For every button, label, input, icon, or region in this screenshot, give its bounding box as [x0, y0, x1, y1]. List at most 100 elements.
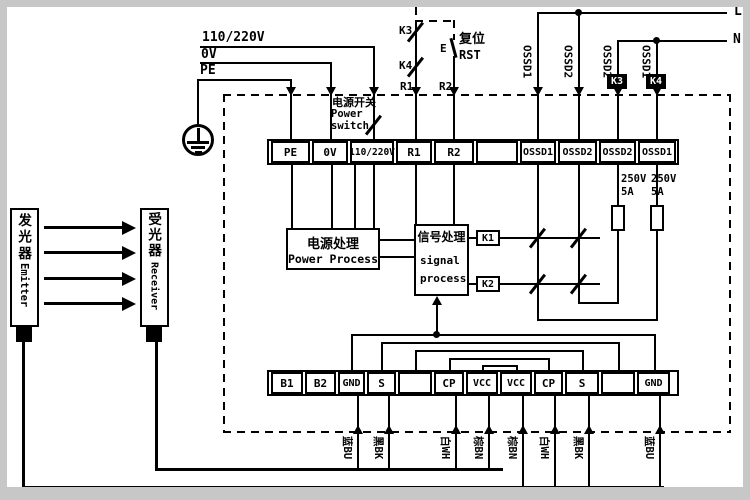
emitter-connector [16, 327, 32, 342]
power-process-box: 电源处理 Power Process [286, 228, 380, 270]
entry-arrow [353, 425, 363, 434]
wire-segment [373, 163, 375, 228]
wire-110-220v [200, 46, 375, 48]
wire-color-label: 白WH [439, 436, 452, 460]
terminal-s-r: S [565, 372, 599, 394]
ossd-wire-label: OSSD1 [639, 45, 653, 79]
terminal-ossd1: OSSD1 [520, 141, 556, 163]
entry-arrow [652, 87, 662, 96]
wire-segment [415, 350, 417, 372]
entry-arrow [369, 87, 379, 96]
emitter-box [10, 208, 39, 327]
entry-arrow [584, 425, 594, 434]
entry-arrow [574, 87, 584, 96]
entry-arrow [550, 425, 560, 434]
fuse2-current: 5A [651, 186, 664, 198]
k2-contact-line [499, 283, 600, 285]
wire-0v [200, 62, 332, 64]
entry-arrow [533, 87, 543, 96]
reset-button-contact [449, 38, 458, 58]
loop-vcc [482, 365, 518, 367]
entry-arrow [411, 87, 421, 96]
light-beam-arrow [122, 297, 136, 311]
relay-k1-box: K1 [476, 230, 500, 246]
entry-arrow [484, 425, 494, 434]
reset-button-label: E [440, 42, 447, 55]
signal-process-label-zh: 信号处理 [417, 230, 466, 244]
signal-process-box: 信号处理 signal process [414, 224, 469, 296]
loop-gnd [351, 334, 656, 336]
wire-segment [469, 237, 477, 239]
entry-arrow [449, 87, 459, 96]
terminal-ossd2: OSSD2 [558, 141, 597, 163]
entry-arrow [384, 425, 394, 434]
entry-arrow [286, 87, 296, 96]
wire-color-label: 黑BK [572, 436, 585, 460]
wire-segment [516, 365, 518, 372]
receiver-box [140, 208, 169, 327]
wire-pe-drop [290, 79, 292, 140]
terminal-b1: B1 [271, 372, 303, 394]
wire-0v-drop [330, 62, 332, 140]
wire-segment [482, 365, 484, 372]
wire-segment [578, 302, 619, 304]
wire-segment [654, 334, 656, 372]
receiver-connector [146, 327, 162, 342]
loop-cp [449, 358, 550, 360]
receiver-label-zh: 受光器 [145, 212, 162, 259]
terminal-b2: B2 [305, 372, 336, 394]
wire-color-label: 白WH [538, 436, 551, 460]
earth-ground-icon [182, 124, 214, 156]
reset-label-en: RST [459, 48, 481, 62]
wire-segment [380, 239, 414, 241]
earth-ground-bar1 [187, 141, 209, 144]
wire-segment [618, 342, 620, 372]
light-beam-arrow [122, 272, 136, 286]
relay-k3-coil: K3 [607, 74, 627, 89]
signal-process-label-en1: signal [420, 254, 460, 267]
cable-wire-s-r [588, 396, 590, 489]
k4-coil-wire-top [656, 40, 658, 75]
fuse2-voltage: 250V [651, 173, 677, 185]
wire-pe-ground-stem [197, 79, 199, 125]
device-boundary-left [223, 94, 225, 433]
wire-color-label: 棕BN [472, 436, 485, 460]
earth-ground-stem [197, 128, 200, 141]
fuse1-current: 5A [621, 186, 634, 198]
wire-color-label: 蓝BU [643, 436, 656, 460]
k3-coil-wire-top [617, 40, 619, 75]
light-beam [44, 302, 124, 305]
wire-segment [354, 163, 356, 228]
fuse1-wire [617, 163, 619, 303]
power-switch-label-en1: Power [331, 108, 363, 120]
ossd-wire-label: OSSD2 [561, 45, 575, 79]
receiver-cable-bus [155, 468, 503, 471]
ossd1-internal-wire [537, 163, 539, 320]
terminal-blank [601, 372, 635, 394]
relay-k4-coil: K4 [646, 74, 666, 89]
k4-contact-label: K4 [399, 59, 413, 72]
emitter-label-zh: 发光器 [15, 213, 32, 263]
terminal-s-l: S [367, 372, 396, 394]
terminal-pe: PE [271, 141, 310, 163]
terminal-ossd1b: OSSD1 [638, 141, 676, 163]
reset-dashed-riser [415, 7, 417, 25]
fuse-icon [650, 205, 664, 231]
wire-segment [582, 350, 584, 372]
receiver-label-en: Receiver [148, 262, 160, 311]
mains-live-label: L [734, 4, 742, 19]
cable-wire-cp-r [554, 396, 556, 489]
entry-arrow [518, 425, 528, 434]
entry-arrow [613, 87, 623, 96]
terminal-vcc-l: VCC [466, 372, 498, 394]
entry-arrow [451, 425, 461, 434]
wire-color-label: 蓝BU [341, 436, 354, 460]
k3-contact-label: K3 [399, 24, 413, 37]
k1-contact-line [499, 237, 600, 239]
reset-branch-r1 [415, 25, 417, 140]
fuse-icon [611, 205, 625, 231]
emitter-cable-bus [22, 486, 664, 489]
wire-segment [351, 334, 353, 372]
loop-s2 [415, 350, 584, 352]
